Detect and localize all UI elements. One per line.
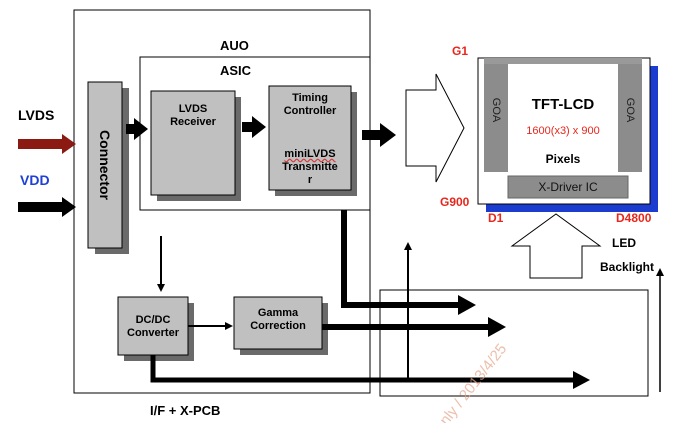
minilvds-label: miniLVDS Transmitte r [269,148,351,187]
gamma-label: Gamma Correction [234,307,322,333]
power-line-arrowhead [573,371,590,389]
panel-interface-arrow [405,73,465,183]
output-bus-frame [379,289,649,397]
data-first-label: D1 [488,211,504,225]
timing-controller-line1: Timing [292,92,328,104]
lvds-receiver-label: LVDS Receiver [151,103,235,129]
asic-label: ASIC [220,63,252,78]
lvds-label: LVDS [18,107,55,123]
lvds-receiver-block [150,90,236,196]
goa-right-label: GOA [624,97,636,123]
lvds-input-arrow [18,134,76,154]
panel-title: TFT-LCD [531,96,595,113]
goa-left-block [484,64,508,172]
connector-label: Connector [97,130,113,200]
gamma-bus-arrowhead [488,317,506,337]
goa-left-label: GOA [490,97,502,123]
auo-label: AUO [220,38,249,53]
dcdc-label: DC/DC Converter [118,314,188,340]
vdd-input-arrow [18,197,76,217]
tcon-bus-arrowhead [458,295,476,315]
timing-controller-block [268,85,352,191]
backlight-led-label: LED [612,236,636,250]
receiver-to-tcon-arrow [242,116,266,138]
goa-right-block [618,64,642,172]
tcon-to-column-bus [341,210,460,308]
backlight-label: Backlight [600,260,655,274]
lvds-receiver-line1: LVDS [178,103,208,115]
dcdc-line1: DC/DC [135,314,171,326]
panel-pixels: Pixels [545,152,581,166]
lvds-receiver-line2: Receiver [170,116,216,128]
timing-controller-line2: Controller [283,105,337,117]
vdd-label: VDD [20,172,50,188]
connector-to-receiver-arrow [126,118,148,140]
minilvds-line3: r [307,174,313,186]
panel-resolution: 1600(x3) x 900 [526,125,600,137]
connector-block [87,81,123,249]
minilvds-line1: miniLVDS [284,148,336,160]
tcon-output-arrow [362,123,396,147]
pcb-label: I/F + X-PCB [150,403,221,418]
xdriver-block [507,175,629,199]
gamma-block [233,296,323,350]
dcdc-line2: Converter [127,327,179,339]
gate-first-label: G1 [452,44,469,58]
panel-top-hatch [484,58,642,64]
dcdc-power-line [150,355,575,383]
data-last-label: D4800 [616,211,652,225]
gamma-line2: Correction [250,320,306,332]
gamma-line1: Gamma [257,307,299,319]
backlight-arrow [510,213,602,279]
xdriver-label: X-Driver IC [538,180,598,194]
gate-last-label: G900 [440,195,470,209]
timing-controller-label: Timing Controller [269,92,351,118]
dcdc-block [117,296,189,356]
minilvds-line2: Transmitte [282,161,338,173]
